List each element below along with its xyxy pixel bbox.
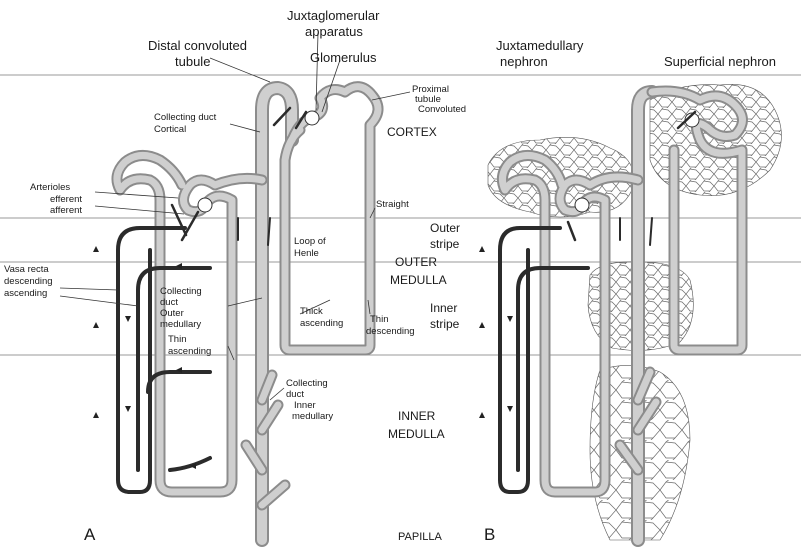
jga-label-line2: apparatus	[305, 24, 363, 39]
superficial-label: Superficial nephron	[664, 54, 776, 69]
thick-ascending-line2: ascending	[300, 318, 343, 329]
outer-medulla-line2: MEDULLA	[390, 273, 447, 287]
collecting-outer-line2: duct	[160, 297, 178, 308]
papilla-label: PAPILLA	[398, 531, 442, 543]
collecting-outer-line1: Collecting	[160, 286, 202, 297]
dct-label-line1: Distal convoluted	[148, 38, 247, 53]
collecting-outer-line3: Outer	[160, 308, 184, 319]
inner-stripe-line2: stripe	[430, 317, 460, 331]
cortex-label: CORTEX	[387, 125, 437, 139]
outer-medulla-line1: OUTER	[395, 255, 437, 269]
collecting-cortical-line1: Collecting duct	[154, 112, 217, 123]
outer-stripe-line1: Outer	[430, 221, 460, 235]
loop-henle-line2: Henle	[294, 248, 319, 259]
collecting-outer-line4: medullary	[160, 319, 201, 330]
straight-label: Straight	[376, 199, 409, 210]
thin-descending-line1: Thin	[370, 314, 388, 325]
vasa-recta-line3: ascending	[4, 288, 47, 299]
juxtamedullary-label-line2: nephron	[500, 54, 548, 69]
outer-stripe-line2: stripe	[430, 237, 460, 251]
dct-label-line2: tubule	[175, 54, 210, 69]
collecting-inner-line2: duct	[286, 389, 304, 400]
panel-b-label: B	[484, 525, 495, 544]
loop-henle-line1: Loop of	[294, 236, 326, 247]
vasa-recta-line1: Vasa recta	[4, 264, 49, 275]
arterioles-line3: afferent	[50, 205, 82, 216]
jga-label-line1: Juxtaglomerular	[287, 8, 380, 23]
juxtamedullary-label-line1: Juxtamedullary	[496, 38, 584, 53]
flow-arrows-a	[93, 246, 196, 469]
collecting-cortical-line2: Cortical	[154, 124, 186, 135]
zone-labels: Outer stripe OUTER MEDULLA Inner stripe …	[388, 221, 460, 543]
glomerulus-label: Glomerulus	[310, 50, 377, 65]
panel-b: Juxtamedullary nephron Superficial nephr…	[479, 38, 781, 544]
collecting-inner-line3: Inner	[294, 400, 316, 411]
thin-ascending-line2: ascending	[168, 346, 211, 357]
vasa-recta-line2: descending	[4, 276, 53, 287]
inner-medulla-line2: MEDULLA	[388, 427, 445, 441]
thick-ascending-line1: Thick	[300, 306, 323, 317]
collecting-inner-line1: Collecting	[286, 378, 328, 389]
arterioles-line2: efferent	[50, 194, 82, 205]
inner-stripe-line1: Inner	[430, 301, 457, 315]
panel-a-label: A	[84, 525, 96, 544]
inner-medulla-line1: INNER	[398, 409, 436, 423]
collecting-inner-line4: medullary	[292, 411, 333, 422]
flow-arrows-b	[479, 246, 513, 418]
arterioles-line1: Arterioles	[30, 182, 70, 193]
proximal-label-line3: Convoluted	[418, 104, 466, 115]
thin-descending-line2: descending	[366, 326, 415, 337]
thin-ascending-line1: Thin	[168, 334, 186, 345]
